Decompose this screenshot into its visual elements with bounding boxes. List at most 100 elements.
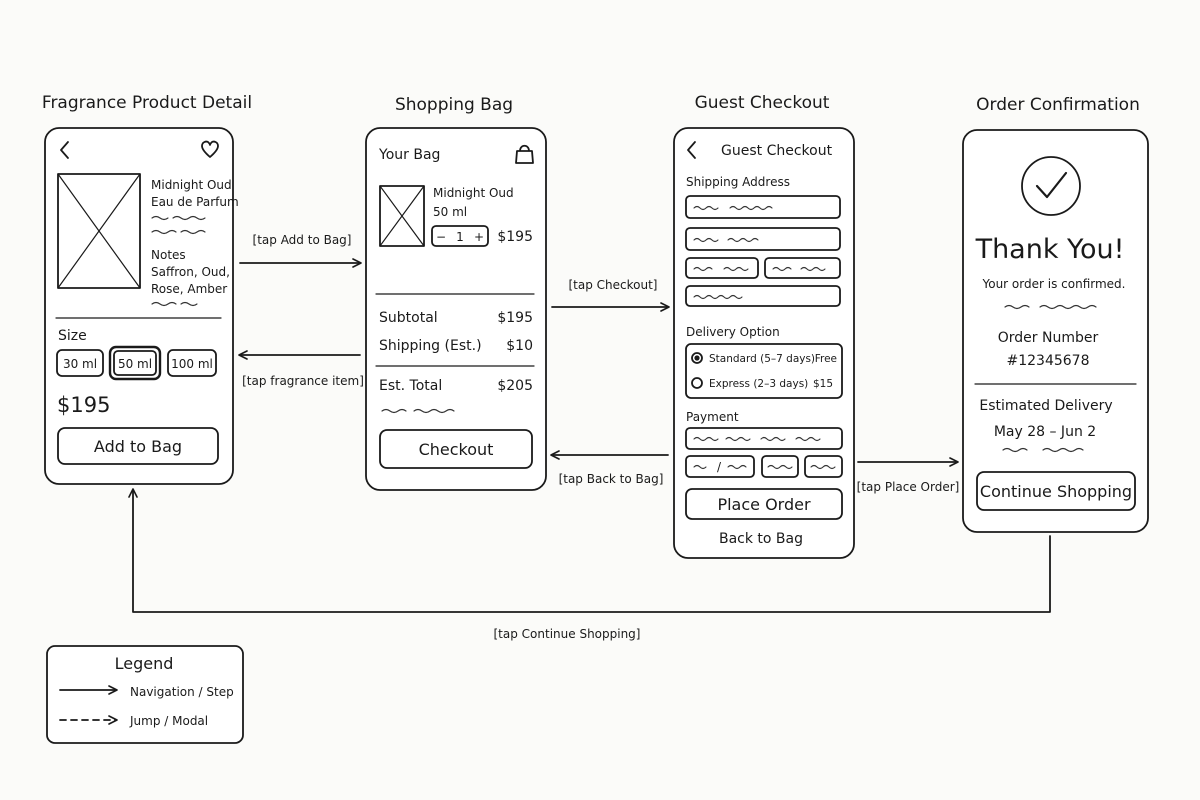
svg-text:100 ml: 100 ml bbox=[171, 357, 213, 371]
legend: Legend Navigation / Step Jump / Modal bbox=[46, 645, 244, 744]
standard-shipping-radio[interactable]: Standard (5–7 days) Free bbox=[691, 352, 837, 365]
checkmark-circle-icon bbox=[1021, 156, 1081, 216]
address-line-2-field[interactable] bbox=[685, 227, 841, 251]
size-option-30ml[interactable]: 30 ml bbox=[56, 349, 104, 377]
notes-line: Rose, Amber bbox=[151, 282, 227, 296]
shipping-value: $10 bbox=[506, 338, 533, 354]
payment-label: Payment bbox=[686, 410, 739, 424]
placeholder-text-line bbox=[151, 215, 206, 221]
checkout-header: Guest Checkout bbox=[721, 143, 833, 159]
subtotal-value: $195 bbox=[497, 310, 533, 326]
svg-text:30 ml: 30 ml bbox=[63, 357, 97, 371]
heart-icon[interactable] bbox=[199, 138, 221, 160]
bag-item-size: 50 ml bbox=[433, 205, 467, 219]
shopping-bag-screen: Shopping Bag Your Bag Midnight Oud 50 ml… bbox=[365, 95, 547, 491]
svg-text:Continue Shopping: Continue Shopping bbox=[980, 482, 1132, 501]
city-field[interactable] bbox=[685, 257, 759, 279]
transition-label-checkout: [tap Checkout] bbox=[569, 278, 658, 292]
transition-label-continue-shopping: [tap Continue Shopping] bbox=[494, 627, 641, 641]
phone-frame-bag bbox=[365, 127, 547, 491]
back-icon[interactable] bbox=[55, 138, 75, 162]
estimated-delivery-dates: May 28 – Jun 2 bbox=[994, 424, 1096, 440]
placeholder-text-line bbox=[381, 408, 455, 414]
screen-title-bag: Shopping Bag bbox=[395, 95, 513, 115]
product-name: Midnight Oud bbox=[151, 178, 232, 192]
screen-title-checkout: Guest Checkout bbox=[695, 93, 830, 113]
postal-code-field[interactable] bbox=[804, 455, 843, 478]
card-number-field[interactable] bbox=[685, 427, 843, 450]
shopping-bag-icon[interactable] bbox=[513, 142, 537, 166]
placeholder-text-line bbox=[151, 229, 206, 235]
express-shipping-price: $15 bbox=[813, 378, 833, 390]
expiry-field[interactable]: / bbox=[685, 455, 755, 478]
back-icon[interactable] bbox=[683, 138, 701, 162]
product-price: $195 bbox=[57, 393, 110, 417]
size-option-100ml[interactable]: 100 ml bbox=[167, 349, 217, 377]
image-placeholder-icon bbox=[57, 173, 141, 289]
radio-selected[interactable] bbox=[691, 352, 703, 364]
legend-solid-label: Navigation / Step bbox=[130, 685, 234, 699]
subtotal-label: Subtotal bbox=[379, 310, 438, 326]
qty-plus-button[interactable]: + bbox=[474, 230, 484, 244]
product-detail-screen: Fragrance Product Detail Midnight Oud Ea… bbox=[42, 93, 252, 485]
notes-line: Saffron, Oud, bbox=[151, 265, 230, 279]
shipping-address-label: Shipping Address bbox=[686, 175, 790, 189]
flow-arrow-add-to-bag: [tap Add to Bag] bbox=[239, 233, 362, 268]
place-order-button[interactable]: Place Order bbox=[685, 488, 843, 520]
transition-label-add-to-bag: [tap Add to Bag] bbox=[253, 233, 352, 247]
size-label: Size bbox=[58, 328, 87, 344]
order-number-value: #12345678 bbox=[1007, 353, 1090, 369]
continue-shopping-button[interactable]: Continue Shopping bbox=[976, 471, 1136, 511]
shipping-label: Shipping (Est.) bbox=[379, 338, 482, 354]
legend-box bbox=[46, 645, 244, 744]
qty-value: 1 bbox=[456, 230, 464, 244]
phone-frame-product bbox=[44, 127, 234, 485]
radio-dot bbox=[694, 355, 700, 361]
image-placeholder-icon bbox=[379, 185, 425, 247]
transition-label-fragrance-item: [tap fragrance item] bbox=[242, 374, 364, 388]
qty-minus-button[interactable]: − bbox=[436, 230, 446, 244]
flow-arrow-place-order: [tap Place Order] bbox=[857, 457, 960, 494]
notes-label: Notes bbox=[151, 248, 186, 262]
svg-text:Place Order: Place Order bbox=[717, 495, 811, 514]
screen-title-confirmation: Order Confirmation bbox=[976, 95, 1140, 115]
standard-shipping-price: Free bbox=[815, 353, 837, 365]
flow-arrow-continue-shopping: [tap Continue Shopping] bbox=[128, 488, 1051, 641]
placeholder-text-line bbox=[1004, 304, 1097, 310]
transition-label-place-order: [tap Place Order] bbox=[857, 480, 960, 494]
flow-arrow-checkout: [tap Checkout] bbox=[551, 278, 670, 312]
checkout-button[interactable]: Checkout bbox=[379, 429, 533, 469]
quantity-stepper[interactable]: − 1 + bbox=[431, 225, 489, 247]
guest-checkout-screen: Guest Checkout Guest Checkout Shipping A… bbox=[673, 93, 855, 559]
back-to-bag-link[interactable]: Back to Bag bbox=[719, 531, 803, 547]
bag-item-name: Midnight Oud bbox=[433, 186, 514, 200]
size-option-50ml-selected[interactable]: 50 ml bbox=[108, 345, 162, 381]
svg-text:50 ml: 50 ml bbox=[118, 357, 152, 371]
phone-frame-confirmation bbox=[962, 129, 1149, 533]
bag-header: Your Bag bbox=[378, 147, 440, 163]
product-type: Eau de Parfum bbox=[151, 195, 239, 209]
legend-dashed-label: Jump / Modal bbox=[129, 714, 208, 728]
express-shipping-radio[interactable]: Express (2–3 days) $15 bbox=[691, 377, 833, 390]
address-line-1-field[interactable] bbox=[685, 195, 841, 219]
express-shipping-label: Express (2–3 days) bbox=[709, 378, 808, 390]
bag-item-price: $195 bbox=[497, 229, 533, 245]
flow-arrow-fragrance-item: [tap fragrance item] bbox=[238, 350, 364, 388]
transition-label-back-to-bag: [tap Back to Bag] bbox=[559, 472, 664, 486]
flow-arrow-back-to-bag: [tap Back to Bag] bbox=[550, 450, 669, 486]
add-to-bag-button[interactable]: Add to Bag bbox=[57, 427, 219, 465]
order-confirmation-screen: Order Confirmation Thank You! Your order… bbox=[962, 95, 1149, 533]
screen-title-product: Fragrance Product Detail bbox=[42, 93, 252, 113]
thank-you-heading: Thank You! bbox=[975, 234, 1125, 265]
zip-field[interactable] bbox=[764, 257, 841, 279]
phone-field[interactable] bbox=[685, 285, 841, 307]
expiry-slash: / bbox=[717, 460, 722, 474]
order-confirmed-text: Your order is confirmed. bbox=[982, 277, 1126, 291]
cvv-field[interactable] bbox=[761, 455, 799, 478]
order-number-label: Order Number bbox=[998, 330, 1099, 346]
legend-title: Legend bbox=[115, 654, 174, 673]
radio-unselected[interactable] bbox=[691, 377, 703, 389]
total-label: Est. Total bbox=[379, 378, 442, 394]
placeholder-text-line bbox=[1002, 447, 1084, 453]
estimated-delivery-label: Estimated Delivery bbox=[979, 398, 1112, 414]
